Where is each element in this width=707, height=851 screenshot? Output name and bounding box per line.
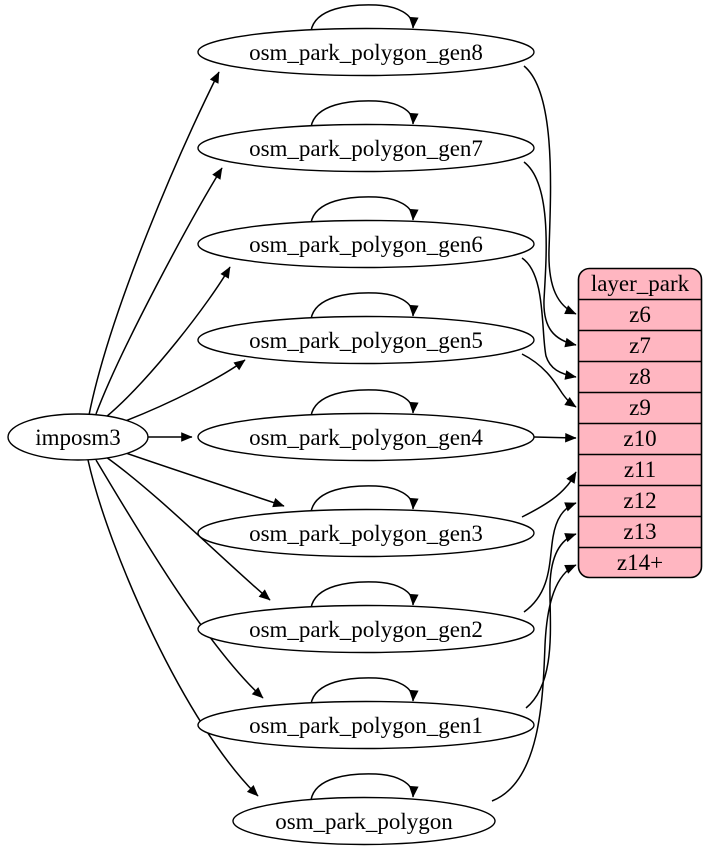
node-osm-park-polygon-gen8: osm_park_polygon_gen8	[197, 27, 535, 77]
node-osm-park-polygon-gen4: osm_park_polygon_gen4	[197, 412, 535, 462]
node-osm-park-polygon-gen7: osm_park_polygon_gen7	[197, 123, 535, 173]
imposm3-label: imposm3	[35, 425, 121, 450]
layer-row-z8: z8	[629, 364, 651, 389]
edge-gen7-to-z7	[523, 161, 577, 348]
self-loop-gen7	[310, 100, 419, 128]
edge-gen3-to-z11	[521, 471, 577, 518]
polygon-label: osm_park_polygon	[275, 809, 453, 834]
edge-gen6-to-z8	[521, 257, 577, 380]
node-osm-park-polygon: osm_park_polygon	[232, 796, 496, 846]
node-osm-park-polygon-gen6: osm_park_polygon_gen6	[197, 219, 535, 269]
node-osm-park-polygon-gen3: osm_park_polygon_gen3	[197, 508, 535, 558]
self-loop-edges	[310, 4, 419, 801]
edge-gen2-to-z12	[523, 502, 577, 613]
node-osm-park-polygon-gen2: osm_park_polygon_gen2	[197, 604, 535, 654]
edge-imposm3-to-gen7	[95, 167, 223, 415]
gen6-label: osm_park_polygon_gen6	[249, 232, 483, 257]
self-loop-gen1	[310, 677, 419, 705]
self-loop-gen4	[310, 389, 419, 417]
layer-park-header: layer_park	[591, 271, 690, 296]
self-loop-gen8	[310, 4, 419, 32]
self-loop-gen5	[310, 292, 419, 320]
polygon-ellipse	[232, 796, 496, 846]
gen2-ellipse	[197, 604, 535, 654]
edge-gen5-to-z9	[521, 353, 577, 408]
imposm3-ellipse	[7, 413, 149, 461]
layer-row-z13: z13	[623, 519, 656, 544]
gen6-ellipse	[197, 219, 535, 269]
gen5-label: osm_park_polygon_gen5	[249, 328, 483, 353]
gen4-label: osm_park_polygon_gen4	[249, 425, 483, 450]
gen7-label: osm_park_polygon_gen7	[249, 136, 483, 161]
layer-row-z7: z7	[629, 333, 651, 358]
gen2-label: osm_park_polygon_gen2	[249, 617, 483, 642]
edge-imposm3-to-gen1	[95, 459, 264, 699]
edge-imposm3-to-gen2	[105, 456, 271, 601]
node-osm-park-polygon-gen1: osm_park_polygon_gen1	[197, 700, 535, 750]
edge-imposm3-to-gen8	[88, 71, 220, 416]
gen4-ellipse	[197, 412, 535, 462]
layer-row-z11: z11	[624, 457, 656, 482]
node-imposm3: imposm3	[7, 413, 149, 461]
self-loop-gen6	[310, 196, 419, 224]
gen7-ellipse	[197, 123, 535, 173]
self-loop-polygon	[310, 773, 419, 801]
edge-gen1-to-z13	[525, 533, 577, 709]
edge-gen8-to-z6	[523, 65, 577, 315]
layer-row-z10: z10	[623, 426, 656, 451]
edge-polygon-to-z14plus	[491, 564, 577, 802]
layer-row-z12: z12	[623, 488, 656, 513]
layer-row-z9: z9	[629, 395, 651, 420]
edges-from-imposm3	[87, 71, 285, 797]
gen1-label: osm_park_polygon_gen1	[249, 713, 483, 738]
edge-imposm3-to-polygon	[87, 459, 259, 797]
edges-to-layer-park	[491, 65, 577, 802]
gen8-ellipse	[197, 27, 535, 77]
self-loop-gen2	[310, 581, 419, 609]
gen5-ellipse	[197, 315, 535, 365]
layer-row-z14plus: z14+	[617, 550, 663, 575]
node-layer-park: layer_park z6 z7 z8 z9 z10 z11 z12 z13 z…	[577, 267, 703, 579]
gen1-ellipse	[197, 700, 535, 750]
edge-imposm3-to-gen3	[119, 450, 285, 508]
edge-imposm3-to-gen5	[119, 359, 246, 424]
node-osm-park-polygon-gen5: osm_park_polygon_gen5	[197, 315, 535, 365]
gen8-label: osm_park_polygon_gen8	[249, 40, 483, 65]
edge-imposm3-to-gen6	[105, 266, 231, 418]
self-loop-gen3	[310, 485, 419, 513]
gen3-ellipse	[197, 508, 535, 558]
edge-gen4-to-z10	[533, 432, 577, 443]
layer-row-z6: z6	[629, 302, 651, 327]
gen3-label: osm_park_polygon_gen3	[249, 521, 483, 546]
